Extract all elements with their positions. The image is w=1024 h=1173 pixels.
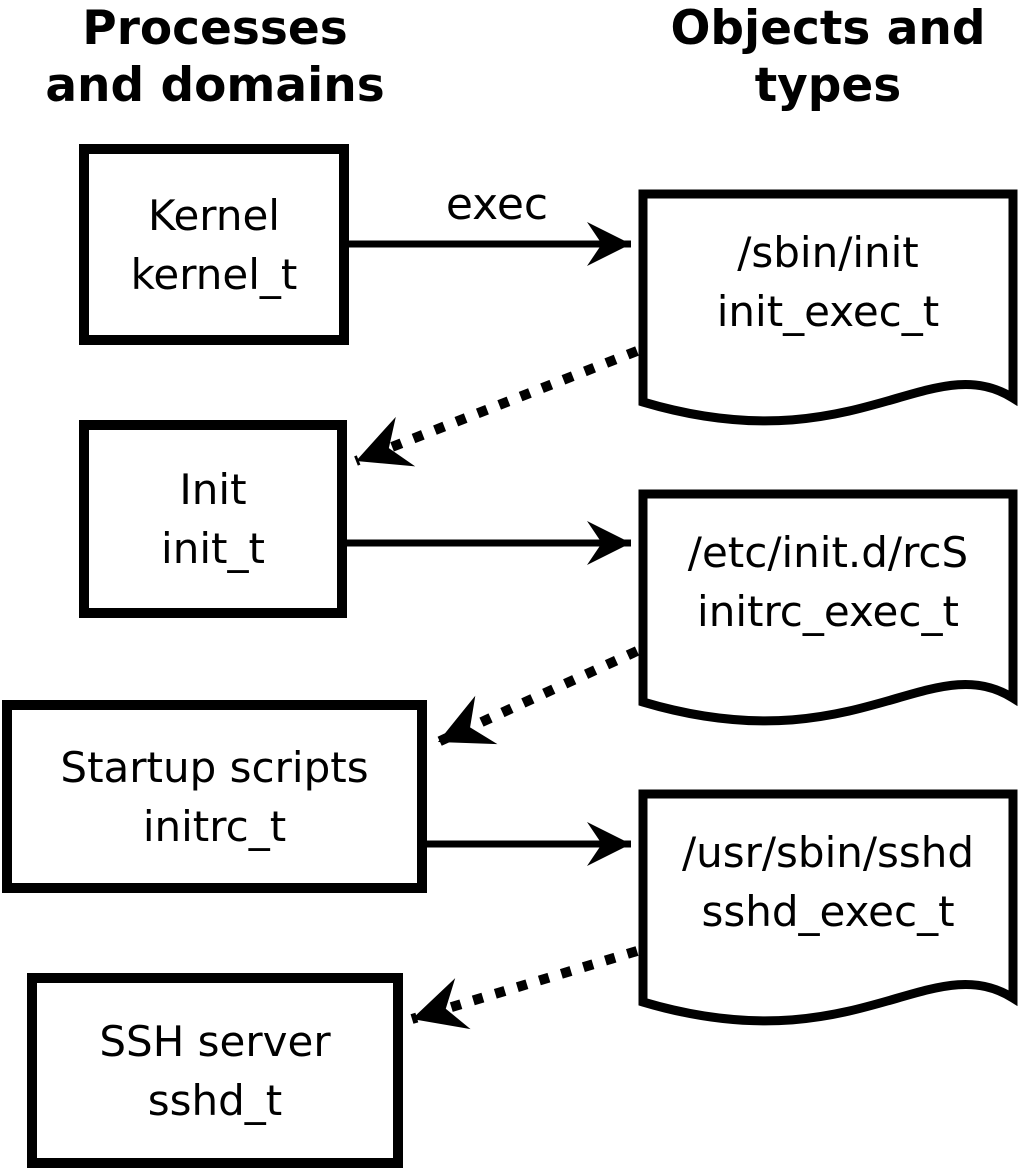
right-header-line2: types (754, 58, 902, 113)
etc-initd-rcs-type: initrc_exec_t (697, 587, 959, 636)
init-domain: init_t (161, 524, 265, 573)
startup-scripts-domain: initrc_t (142, 801, 287, 851)
usr-sbin-sshd-type: sshd_exec_t (701, 887, 955, 936)
init-process-box (79, 420, 347, 618)
kernel-domain: kernel_t (130, 249, 298, 299)
ssh-server-process-box (27, 973, 403, 1168)
etc-initd-rcs-document-shape (638, 489, 1018, 726)
sbin-init-doc-label: /sbin/init init_exec_t (643, 194, 1013, 398)
kernel-name: Kernel (148, 190, 280, 240)
left-column-header: Processes and domains (0, 0, 430, 114)
sbin-init-type: init_exec_t (716, 287, 940, 336)
kernel-box-label: Kernel kernel_t (84, 149, 344, 340)
ssh-server-domain: sshd_t (147, 1075, 283, 1125)
transition-arrow-rcs-to-startup (435, 646, 640, 747)
startup-scripts-box-label: Startup scripts initrc_t (7, 705, 422, 888)
ssh-server-name: SSH server (99, 1016, 331, 1066)
init-name: Init (179, 465, 247, 514)
right-header-line1: Objects and (670, 1, 986, 56)
right-column-header: Objects and types (628, 0, 1024, 114)
transition-arrow-sbin-init-to-init (354, 346, 639, 467)
startup-scripts-process-box (2, 700, 427, 893)
exec-arrow-label: exec (445, 179, 549, 230)
ssh-server-box-label: SSH server sshd_t (32, 978, 398, 1163)
sbin-init-path: /sbin/init (737, 228, 919, 277)
usr-sbin-sshd-doc-label: /usr/sbin/sshd sshd_exec_t (643, 794, 1013, 998)
usr-sbin-sshd-path: /usr/sbin/sshd (681, 828, 975, 877)
left-header-line1: Processes (82, 1, 348, 56)
etc-initd-rcs-doc-label: /etc/init.d/rcS initrc_exec_t (643, 494, 1013, 698)
transition-arrow-sshd-exec-to-sshd (410, 946, 639, 1030)
init-box-label: Init init_t (84, 425, 342, 613)
startup-scripts-name: Startup scripts (60, 742, 369, 792)
sbin-init-document-shape (638, 189, 1018, 426)
left-header-line2: and domains (45, 58, 385, 113)
etc-initd-rcs-path: /etc/init.d/rcS (687, 528, 969, 577)
kernel-process-box (79, 144, 349, 345)
usr-sbin-sshd-document-shape (638, 789, 1018, 1026)
